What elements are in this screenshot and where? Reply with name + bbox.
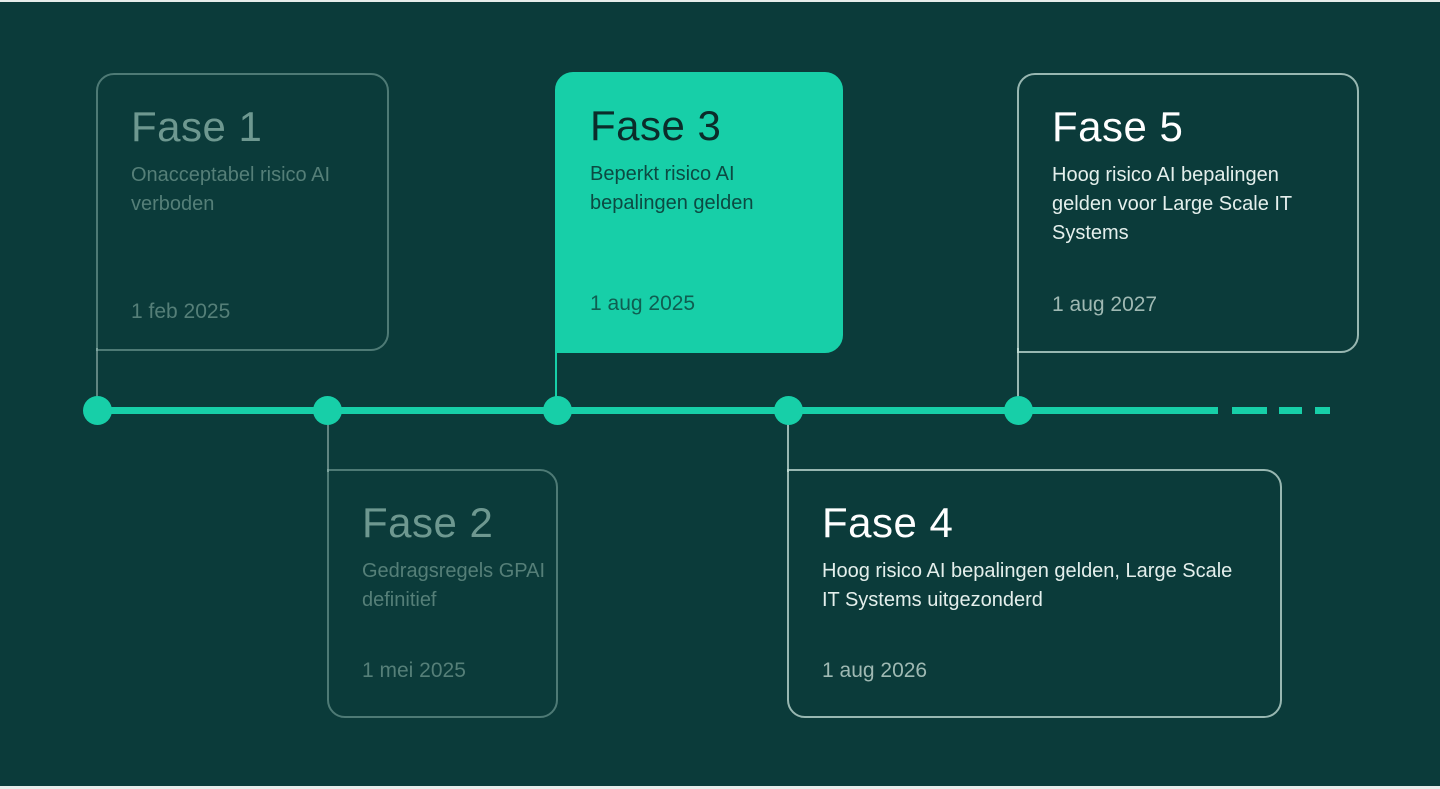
phase-2-card: Fase 2 Gedragsregels GPAI definitief 1 m… — [327, 469, 558, 718]
phase-date: 1 mei 2025 — [362, 659, 466, 682]
phase-1-marker — [83, 396, 112, 425]
phase-5-marker — [1004, 396, 1033, 425]
phase-date: 1 aug 2025 — [590, 292, 696, 315]
phase-date: 1 aug 2026 — [822, 659, 928, 682]
phase-description: Hoog risico AI bepalingen gelden voor La… — [1052, 164, 1292, 244]
phase-1-card: Fase 1 Onacceptabel risico AI verboden 1… — [96, 73, 389, 351]
timeline-dash — [1232, 407, 1267, 414]
phase-description: Hoog risico AI bepalingen gelden, Large … — [822, 560, 1233, 611]
phase-3-card: Fase 3 Beperkt risico AI bepalingen geld… — [555, 72, 843, 353]
timeline-axis — [96, 407, 1218, 414]
phase-title: Fase 3 — [590, 102, 722, 149]
timeline-dash — [1315, 407, 1330, 414]
phase-date: 1 feb 2025 — [131, 300, 231, 323]
phase-title: Fase 2 — [362, 499, 494, 546]
timeline-dash — [1279, 407, 1302, 414]
phase-3-connector — [555, 348, 557, 408]
phase-description: Onacceptabel risico AI verboden — [131, 164, 330, 215]
phase-description: Gedragsregels GPAI definitief — [362, 560, 546, 611]
phase-4-connector — [787, 412, 789, 472]
phase-1-connector — [96, 348, 98, 408]
phase-2-connector — [327, 412, 329, 472]
phase-5-connector — [1017, 348, 1019, 408]
phase-date: 1 aug 2027 — [1052, 293, 1158, 316]
phase-title: Fase 5 — [1052, 103, 1184, 150]
phase-4-card: Fase 4 Hoog risico AI bepalingen gelden,… — [787, 469, 1282, 718]
phase-2-marker — [313, 396, 342, 425]
phase-3-marker — [543, 396, 572, 425]
phase-4-marker — [774, 396, 803, 425]
phase-title: Fase 4 — [822, 499, 954, 546]
phase-5-card: Fase 5 Hoog risico AI bepalingen gelden … — [1017, 73, 1359, 353]
phase-title: Fase 1 — [131, 103, 263, 150]
phase-description: Beperkt risico AI bepalingen gelden — [590, 163, 754, 214]
